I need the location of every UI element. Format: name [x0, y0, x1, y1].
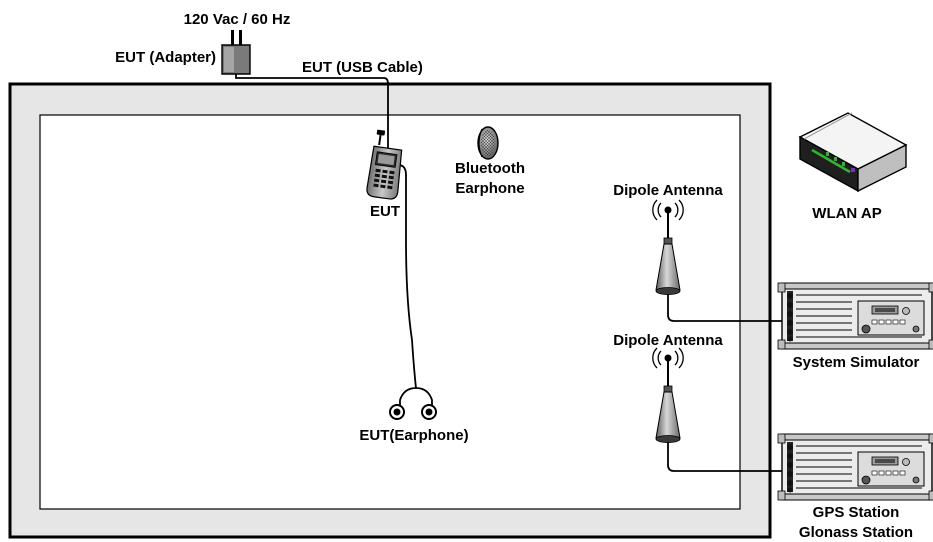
- gps-station-label: GPS Station: [813, 504, 900, 521]
- wlan-router-icon: [798, 112, 908, 193]
- wired-earphone-icon: [389, 404, 437, 420]
- earbud-icon: [477, 126, 499, 160]
- eut-label: EUT: [370, 203, 400, 220]
- system-simulator-icon: [777, 282, 933, 350]
- gps-glonass-station-icon: [777, 433, 933, 501]
- earphone-cable: [397, 164, 417, 389]
- usb-cable-label: EUT (USB Cable): [302, 59, 423, 76]
- earphone-split: [399, 387, 433, 408]
- earphone-label: EUT(Earphone): [359, 427, 468, 444]
- bluetooth-label-line2: Earphone: [455, 180, 524, 197]
- system-simulator-label: System Simulator: [793, 354, 920, 371]
- antenna1-cable: [667, 286, 782, 322]
- bluetooth-label-line1: Bluetooth: [455, 160, 525, 177]
- power-label: 120 Vac / 60 Hz: [184, 11, 291, 28]
- dipole-antenna-label-2: Dipole Antenna: [613, 332, 723, 349]
- wlan-ap-label: WLAN AP: [812, 205, 881, 222]
- plug-icon: [221, 30, 251, 75]
- adapter-label: EUT (Adapter): [115, 49, 216, 66]
- dipole-antenna-label-1: Dipole Antenna: [613, 182, 723, 199]
- antenna2-cable: [667, 434, 782, 472]
- mobile-phone-icon: [366, 129, 403, 200]
- glonass-station-label: Glonass Station: [799, 524, 913, 541]
